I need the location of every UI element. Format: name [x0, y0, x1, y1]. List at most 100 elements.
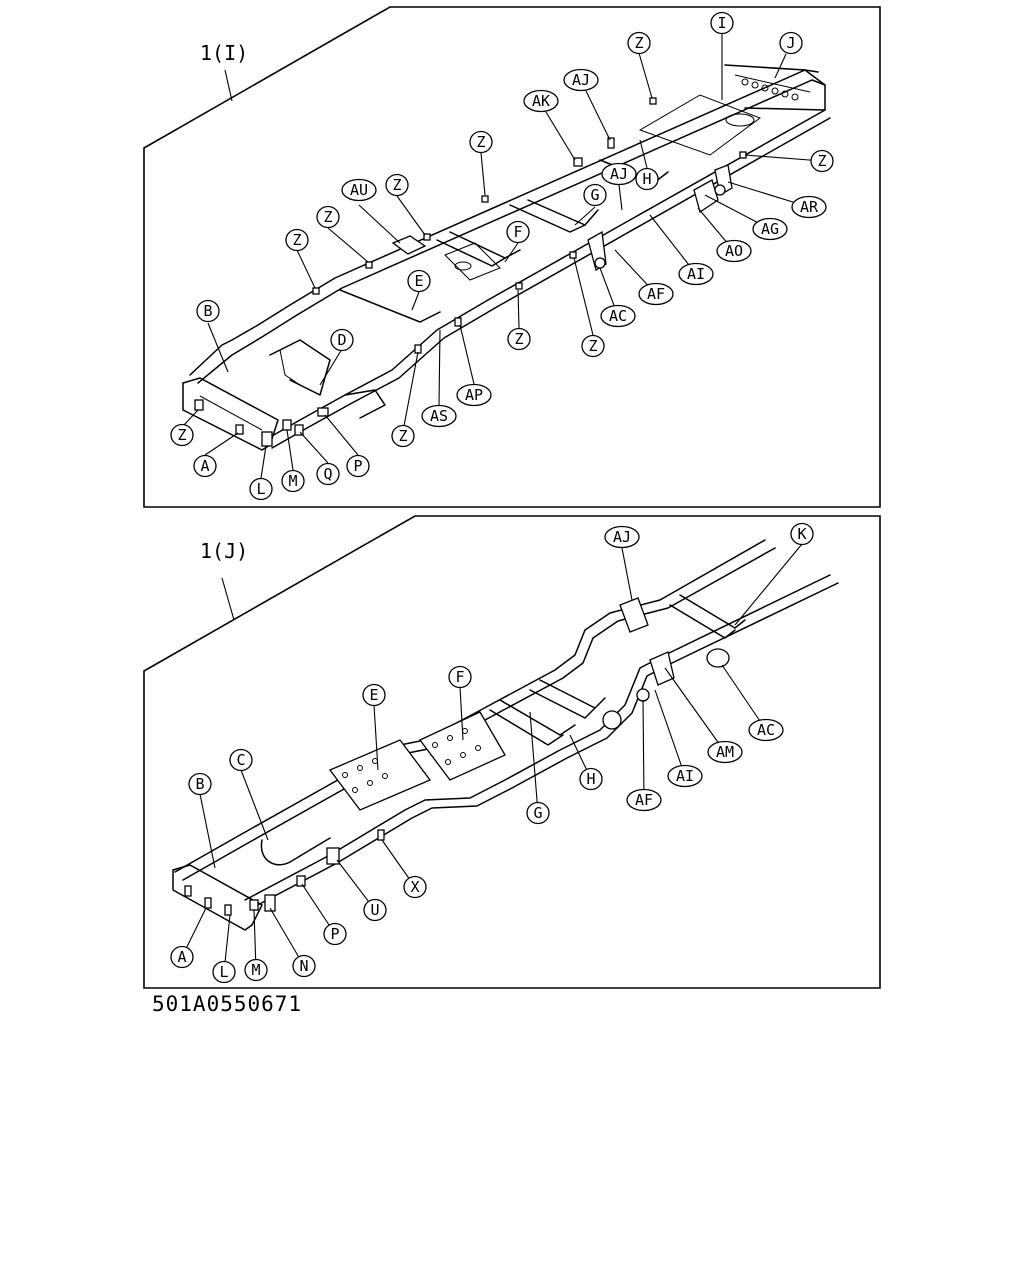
callout-label: AP	[465, 386, 483, 404]
callout-label: AR	[800, 198, 819, 216]
callout-label: Z	[323, 208, 332, 226]
callout-a: A	[193, 454, 217, 478]
callout-f: F	[448, 665, 472, 689]
callout-ap: AP	[456, 383, 492, 407]
callout-label: M	[288, 472, 297, 490]
callout-label: D	[337, 331, 346, 349]
callout-label: AI	[687, 265, 705, 283]
callout-label: AS	[430, 407, 448, 425]
panel-frame-chassis-j: 1(J)	[143, 515, 881, 989]
panel-frame-chassis-i: 1(I)	[143, 6, 881, 508]
callout-n: N	[292, 954, 316, 978]
callout-g: G	[583, 183, 607, 207]
callout-label: Z	[634, 34, 643, 52]
rear-crossmember-holes	[741, 78, 799, 101]
callout-label: AK	[532, 92, 550, 110]
callout-z: Z	[507, 327, 531, 351]
callout-label: I	[717, 14, 726, 32]
callout-leaders-i	[183, 34, 823, 479]
callout-m: M	[281, 469, 305, 493]
callout-label: AI	[676, 767, 694, 785]
callout-label: H	[586, 770, 595, 788]
callout-ar: AR	[791, 195, 827, 219]
callout-label: AO	[725, 242, 743, 260]
callout-g: G	[526, 801, 550, 825]
callout-c: C	[229, 748, 253, 772]
chassis-frame-drawing-j	[172, 539, 839, 931]
callout-am: AM	[707, 740, 743, 764]
callout-aj: AJ	[601, 162, 637, 186]
callout-label: Z	[177, 426, 186, 444]
callout-h: H	[635, 167, 659, 191]
callout-label: E	[369, 686, 378, 704]
callout-j: J	[779, 31, 803, 55]
callout-label: J	[786, 34, 795, 52]
callout-ak: AK	[523, 89, 559, 113]
callout-label: G	[590, 186, 599, 204]
panel-ref-1j: 1(J)	[200, 539, 248, 563]
callout-label: C	[236, 751, 245, 769]
callout-af: AF	[626, 788, 662, 812]
callout-d: D	[330, 328, 354, 352]
callout-label: P	[353, 457, 362, 475]
callout-label: Q	[323, 465, 332, 483]
callout-f: F	[506, 220, 530, 244]
callout-label: AM	[716, 743, 734, 761]
callout-label: AJ	[610, 165, 628, 183]
callout-label: X	[410, 878, 419, 896]
callout-label: Z	[514, 330, 523, 348]
callout-label: Z	[817, 152, 826, 170]
callout-ai: AI	[678, 262, 714, 286]
callout-z: Z	[170, 423, 194, 447]
callout-p: P	[323, 922, 347, 946]
callout-label: H	[642, 170, 651, 188]
callout-label: N	[299, 957, 308, 975]
callout-e: E	[407, 269, 431, 293]
callout-l: L	[212, 960, 236, 984]
callout-label: L	[256, 480, 265, 498]
callout-label: F	[513, 223, 522, 241]
callout-label: L	[219, 963, 228, 981]
callout-label: AU	[350, 181, 368, 199]
callout-label: AC	[609, 307, 627, 325]
callout-label: M	[251, 961, 260, 979]
callout-l: L	[249, 477, 273, 501]
callout-af: AF	[638, 282, 674, 306]
callout-au: AU	[341, 178, 377, 202]
callout-e: E	[362, 683, 386, 707]
callout-z: Z	[385, 173, 409, 197]
callout-ac: AC	[748, 718, 784, 742]
callout-z: Z	[391, 424, 415, 448]
callout-ac: AC	[600, 304, 636, 328]
callout-label: AJ	[613, 528, 631, 546]
callout-z: Z	[581, 334, 605, 358]
callout-ai: AI	[667, 764, 703, 788]
callout-aj: AJ	[604, 525, 640, 549]
callout-aj: AJ	[563, 68, 599, 92]
callout-label: U	[370, 901, 379, 919]
callout-u: U	[363, 898, 387, 922]
callout-i: I	[710, 11, 734, 35]
callout-z: Z	[810, 149, 834, 173]
callout-label: AC	[757, 721, 775, 739]
callout-as: AS	[421, 404, 457, 428]
callout-z: Z	[627, 31, 651, 55]
callout-label: A	[200, 457, 209, 475]
callout-z: Z	[469, 130, 493, 154]
callout-x: X	[403, 875, 427, 899]
callout-z: Z	[316, 205, 340, 229]
callout-k: K	[790, 522, 814, 546]
callout-b: B	[196, 299, 220, 323]
callout-leaders-j	[181, 543, 803, 973]
drawing-number: 501A0550671	[152, 992, 303, 1016]
callout-label: B	[195, 775, 204, 793]
callout-ag: AG	[752, 217, 788, 241]
callout-label: Z	[292, 231, 301, 249]
callout-m: M	[244, 958, 268, 982]
callout-label: AF	[635, 791, 653, 809]
callout-label: AJ	[572, 71, 590, 89]
callout-b: B	[188, 772, 212, 796]
